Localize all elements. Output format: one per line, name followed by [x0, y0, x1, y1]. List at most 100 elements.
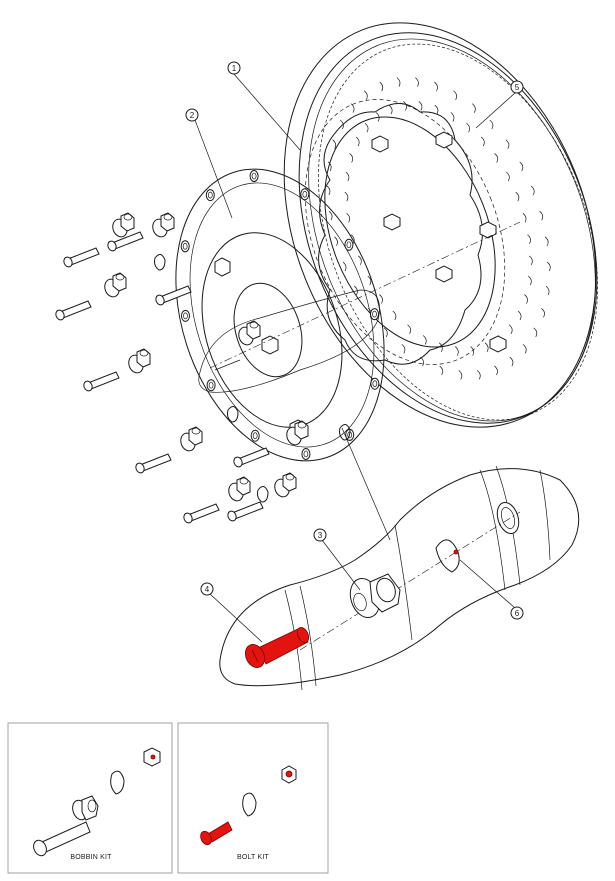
loose-bobbin [180, 426, 203, 452]
disc-slot [422, 335, 427, 345]
disc-slot [328, 210, 333, 221]
bell-bolt-hole-inner [207, 191, 213, 199]
assembly-detail-zoom [219, 465, 580, 691]
loose-clip [339, 424, 351, 441]
disc-nuts [371, 131, 507, 353]
bell-bolt-hole-inner [346, 241, 352, 249]
disc-slot [332, 139, 337, 149]
disc-slot [519, 161, 524, 172]
disc-slot [453, 90, 458, 101]
bell-bolt-hole-inner [303, 450, 309, 458]
disc-slot [407, 324, 411, 334]
loose-bolt [135, 453, 172, 474]
disc-slot [506, 171, 510, 182]
bell-bolt-hole [300, 188, 310, 201]
callout-1: 1 [227, 61, 241, 75]
loose-clip [257, 486, 269, 503]
disc-slot [434, 81, 438, 92]
disc-slot [434, 104, 439, 115]
bell-bolt-hole-inner [372, 380, 378, 388]
disc-slot [450, 112, 455, 122]
disc-slot [533, 327, 538, 338]
disc-slots [326, 77, 551, 380]
bolt-part-4 [244, 627, 310, 668]
disc-slot [505, 139, 510, 149]
disc-slot [527, 234, 531, 244]
bobbin-kit-label: BOBBIN KIT [70, 854, 112, 861]
disc-slot [334, 236, 338, 246]
bell-bolt-hole [250, 429, 260, 442]
disc-slot [342, 261, 347, 272]
bell-bolt-hole [344, 238, 354, 251]
callout-5: 5 [510, 80, 524, 94]
disc-slot [517, 310, 522, 321]
disc-slot [358, 255, 362, 266]
svg-text:4: 4 [205, 585, 210, 594]
disc-slot [350, 103, 355, 113]
loose-bolt [227, 501, 264, 522]
loose-bolt [233, 447, 270, 468]
disc-slot [396, 77, 401, 87]
disc-slot [480, 136, 485, 147]
loose-bolt [155, 285, 192, 306]
loose-bobbin [274, 472, 297, 498]
disc-slot [484, 342, 489, 353]
loose-clip [227, 406, 239, 423]
callout-leaders [194, 73, 516, 643]
bobbin-kit-box: BOBBIN KIT [7, 722, 173, 874]
disc-slot [346, 212, 351, 223]
callout-3: 3 [313, 528, 327, 542]
disc-slot [458, 370, 463, 380]
bell-detail-zoom [198, 289, 380, 393]
svg-text:2: 2 [190, 111, 195, 120]
bell-bolt-hole [206, 379, 216, 392]
svg-text:3: 3 [318, 531, 323, 540]
disc-slot [403, 101, 407, 111]
disc-slot [367, 275, 372, 286]
bell-bolt-hole [249, 170, 259, 183]
clip-part-6 [435, 539, 460, 573]
loose-bobbins-and-bolts [55, 212, 351, 524]
disc-slot [392, 310, 397, 321]
disc-slot [544, 236, 549, 247]
disc-slot [539, 210, 544, 221]
disc-slot [494, 365, 498, 376]
disc-slot [364, 122, 369, 133]
disc-slot [345, 171, 350, 182]
disc-slot [350, 234, 355, 244]
disc-slot [439, 365, 444, 376]
bell-bolt-hole [205, 189, 215, 202]
disc-slot [476, 370, 481, 380]
bell-bolt-hole-inner [183, 312, 188, 320]
bobbin-part-3 [349, 573, 401, 619]
bell-bolt-holes [180, 170, 380, 460]
disc-slot [379, 81, 384, 92]
disc-slot [509, 356, 514, 367]
disc-slot [454, 346, 459, 356]
bell-bolt-hole [301, 447, 311, 460]
loose-clip [154, 254, 166, 271]
loose-bobbin [104, 272, 127, 298]
callout-6: 6 [510, 606, 524, 620]
loose-bolt [83, 371, 120, 392]
disc-slot [401, 344, 406, 354]
disc-slot [470, 346, 475, 356]
loose-bobbin [112, 212, 135, 238]
bell-bolt-hole [370, 377, 380, 390]
disc-slot [541, 308, 545, 318]
disc-slot [349, 153, 354, 163]
brake-disc [283, 22, 598, 428]
loose-bolt [55, 300, 92, 321]
disc-slot [508, 324, 513, 334]
disc-slot [545, 285, 550, 296]
disc-slot [546, 261, 551, 272]
disc-slot [530, 185, 535, 196]
svg-text:6: 6 [515, 609, 520, 618]
loose-bolt [63, 247, 100, 268]
disc-slot [388, 104, 393, 115]
loose-bobbin [128, 348, 151, 374]
loose-bobbin [286, 420, 309, 446]
loose-bolt [183, 503, 220, 524]
disc-slot [527, 275, 532, 286]
